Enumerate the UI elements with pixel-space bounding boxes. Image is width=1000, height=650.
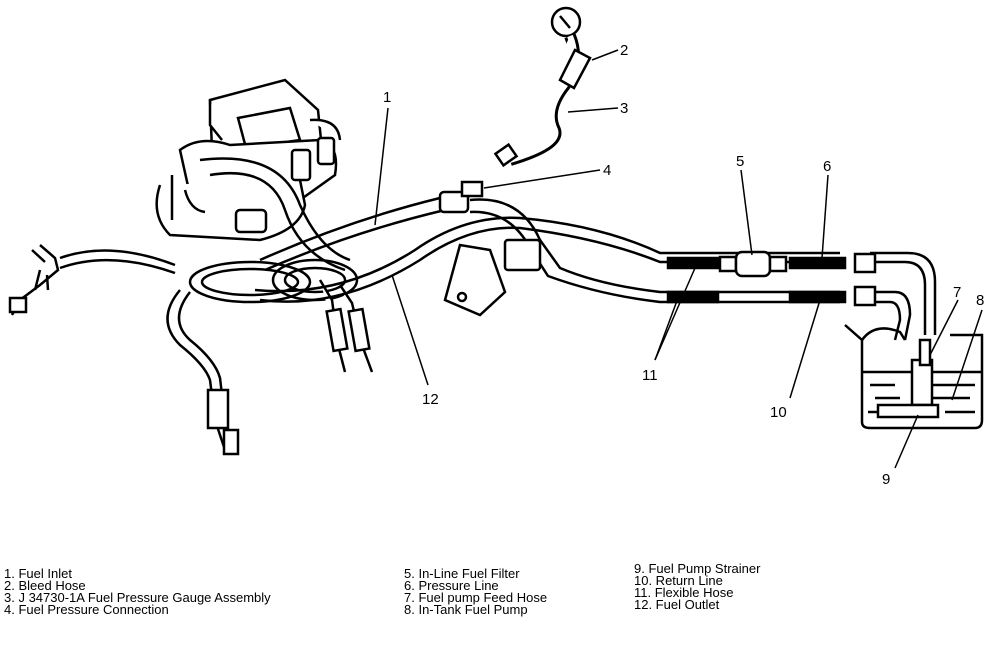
legend-item-8: 8. In-Tank Fuel Pump bbox=[404, 602, 528, 617]
callout-3: 3 bbox=[620, 100, 628, 117]
callout-5: 5 bbox=[736, 153, 744, 170]
callout-1: 1 bbox=[383, 89, 391, 106]
callout-10: 10 bbox=[770, 404, 787, 421]
legend-item-7: 7. Fuel pump Feed Hose bbox=[404, 590, 548, 605]
legend-item-12: 12. Fuel Outlet bbox=[634, 597, 720, 612]
legend-item-5: 5. In-Line Fuel Filter bbox=[404, 566, 520, 581]
callout-8: 8 bbox=[976, 292, 984, 309]
legend-item-3: 3. J 34730-1A Fuel Pressure Gauge Assemb… bbox=[4, 590, 271, 605]
legend-column-1: 1. Fuel Inlet 2. Bleed Hose 3. J 34730-1… bbox=[4, 566, 271, 617]
legend-item-4: 4. Fuel Pressure Connection bbox=[4, 602, 169, 617]
fuel-lines bbox=[199, 157, 937, 341]
lower-connector-harness bbox=[166, 289, 240, 456]
callout-7: 7 bbox=[953, 284, 961, 301]
legend-item-10: 10. Return Line bbox=[634, 573, 723, 588]
injector-connectors bbox=[318, 279, 374, 373]
leader-lines bbox=[374, 49, 983, 469]
legend-item-2: 2. Bleed Hose bbox=[4, 578, 86, 593]
callout-9: 9 bbox=[882, 471, 890, 488]
callout-labels: 1 2 3 4 5 6 7 8 9 10 11 12 bbox=[383, 42, 984, 488]
callout-4: 4 bbox=[603, 162, 611, 179]
inline-fuel-filter bbox=[718, 250, 788, 278]
mounting-bracket bbox=[443, 238, 542, 317]
left-connector-harness bbox=[8, 244, 176, 316]
legend-item-11: 11. Flexible Hose bbox=[634, 585, 734, 600]
flexible-hoses bbox=[666, 252, 877, 307]
callout-6: 6 bbox=[823, 158, 831, 175]
legend-column-2: 5. In-Line Fuel Filter 6. Pressure Line … bbox=[404, 566, 548, 617]
legend-item-1: 1. Fuel Inlet bbox=[4, 566, 72, 581]
throttle-body-assembly bbox=[155, 78, 342, 242]
coiled-lines bbox=[188, 258, 359, 304]
legend-item-9: 9. Fuel Pump Strainer bbox=[634, 561, 761, 576]
fuel-pressure-gauge bbox=[493, 6, 592, 168]
in-tank-fuel-pump bbox=[876, 338, 940, 419]
legend-column-3: 9. Fuel Pump Strainer 10. Return Line 11… bbox=[634, 561, 761, 612]
pressure-connection-fitting bbox=[438, 180, 484, 214]
legend-item-6: 6. Pressure Line bbox=[404, 578, 499, 593]
callout-2: 2 bbox=[620, 42, 628, 59]
callout-12: 12 bbox=[422, 391, 439, 408]
callout-11: 11 bbox=[642, 367, 658, 384]
